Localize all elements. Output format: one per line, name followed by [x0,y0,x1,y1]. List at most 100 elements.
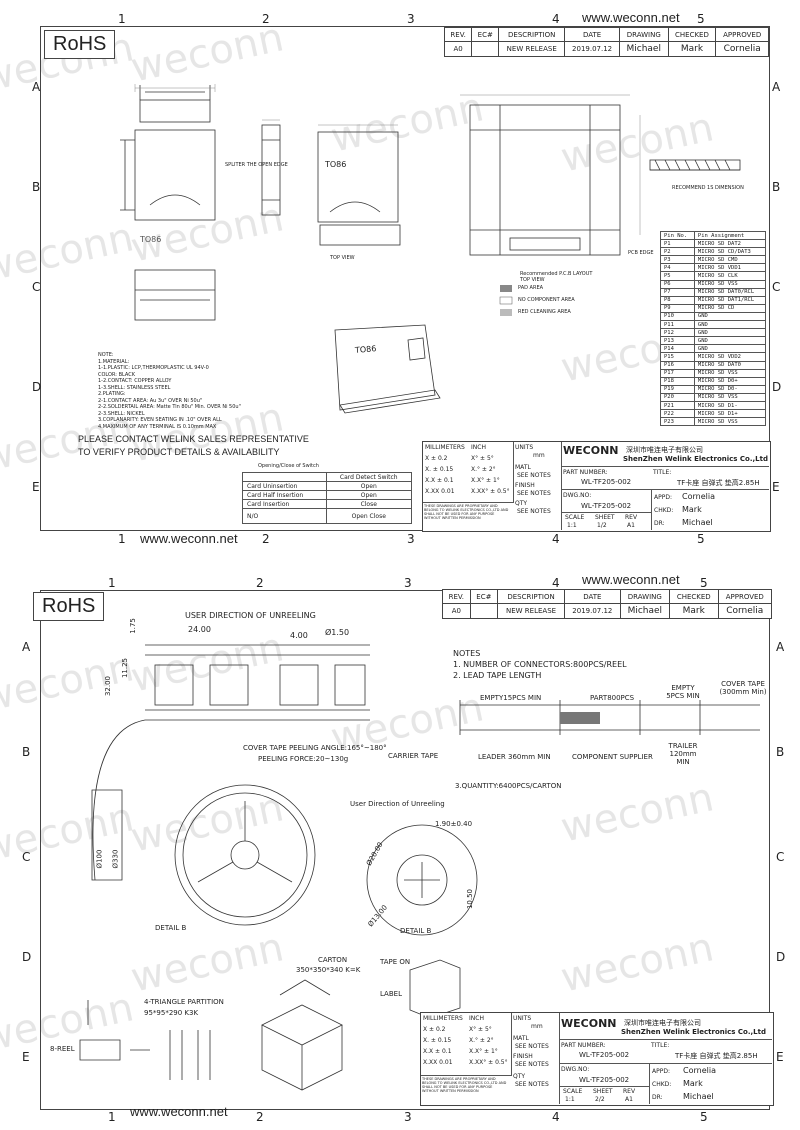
pad-area-label: PAD AREA [518,285,544,291]
rev-cell: Michael [619,603,670,619]
column-number: 1 [118,532,126,546]
card-mark: TO86 [140,235,162,244]
drawing-title: TF卡座 自弹式 垫高2.85H [675,1052,758,1060]
checked-by: Mark [682,505,702,514]
column-number: 4 [552,12,560,26]
column-number: 5 [697,532,705,546]
website-link[interactable]: www.weconn.net [130,1104,228,1119]
row-letter: B [32,180,41,194]
column-number: 4 [552,532,560,546]
revision-table: REV. EC# DESCRIPTION DATE DRAWING CHECKE… [443,27,769,57]
pin-assignment: MICRO SD VSS [693,417,767,427]
row-letter: A [22,640,31,654]
quantity-label: 3.QUANTITY:6400PCS/CARTON [455,782,562,790]
card-mark: TO86 [325,160,347,169]
drawing-number: WL-TF205-002 [581,502,632,510]
rohs-badge: RoHS [44,30,116,59]
revision-table: REV. EC# DESCRIPTION DATE DRAWING CHECKE… [442,589,773,619]
company-name-en: ShenZhen Welink Electronics Co.,Ltd [623,455,768,463]
rev-cell: NEW RELEASE [497,603,566,619]
material-notes: NOTE: 1.MATERIAL: 1-1.PLASTIC: LCP,THERM… [98,352,241,430]
top-view-label: TOP VIEW [520,277,545,283]
row-letter: B [22,745,31,759]
column-number: 3 [407,532,415,546]
dimension-label: 1.75 [128,618,137,634]
spliter-label: SPLITER THE OPEN EDGE [225,162,288,168]
red-cleaning-label: RED CLEANING AREA [518,309,571,315]
pcb-edge-label: PCB EDGE [628,250,654,256]
column-number: 2 [262,12,270,26]
carrier-tape-label: CARRIER TAPE [388,752,439,760]
row-letter: C [772,280,781,294]
column-number: 2 [256,1110,264,1124]
tolerance-table: MILLIMETERS INCH X ± 0.2 X° ± 5° X. ± 0.… [423,442,514,503]
rev-cell: Cornelia [715,41,769,57]
column-number: 2 [262,532,270,546]
drawing-title: TF卡座 自弹式 垫高2.85H [677,479,760,487]
row-letter: E [32,480,40,494]
approved-by: Cornelia [683,1066,716,1075]
dimension-label: 11.25 [121,657,130,679]
column-number: 4 [552,576,560,590]
tape-segment-label: EMPTY 5PCS MIN [666,684,700,700]
recommend-label: RECOMMEND 1S DIMENSION [672,185,744,191]
column-number: 5 [700,576,708,590]
row-letter: B [772,180,781,194]
approved-by: Cornelia [682,492,715,501]
rev-cell: 2019.07.12 [564,41,620,57]
rohs-badge: RoHS [33,592,105,621]
drawing-sheet-1 [40,26,770,531]
tape-on-label: TAPE ON [380,958,411,966]
label-label: LABEL [380,990,402,998]
row-letter: E [776,1050,784,1064]
dimension-label: Ø1.50 [325,628,350,637]
column-number: 4 [552,1110,560,1124]
column-number: 2 [256,576,264,590]
row-letter: A [32,80,41,94]
column-number: 5 [697,12,705,26]
company-name-cn: 深圳市唯连电子有限公司 [626,446,703,454]
carton-label: CARTON [318,956,348,964]
partition-label: 4-TRIANGLE PARTITION [144,998,224,1006]
tape-segment-label: PART800PCS [590,694,635,702]
rev-cell: Mark [667,41,717,57]
contact-note: PLEASE CONTACT WELINK SALES REPRESENTATI… [78,434,309,457]
column-number: 3 [404,1110,412,1124]
peeling-force-label: PEELING FORCE:20~130g [258,755,349,763]
dimension-label: 24.00 [188,625,211,634]
row-letter: A [776,640,785,654]
top-view-label: TOP VIEW [330,255,355,261]
row-letter: C [32,280,41,294]
connector-drawings [120,84,741,414]
column-number: 1 [108,1110,116,1124]
row-letter: A [772,80,781,94]
column-number: 3 [404,576,412,590]
dimension-label: 4.00 [290,631,308,640]
company-name-en: ShenZhen Welink Electronics Co.,Ltd [621,1028,766,1036]
part-number: WL-TF205-002 [581,478,632,486]
column-number: 5 [700,1110,708,1124]
carton-size-label: 350*350*340 K=K [296,966,361,974]
column-number: 1 [108,576,116,590]
part-number: WL-TF205-002 [579,1051,630,1059]
row-letter: E [22,1050,30,1064]
dimension-label: Ø100 [95,849,104,869]
tape-segment-label: LEADER 360mm MIN [478,753,551,761]
dimension-label: 1.90±0.40 [435,820,473,828]
partition-size-label: 95*95*290 K3K [144,1009,199,1017]
reel-count-label: 8-REEL [50,1045,75,1053]
website-link[interactable]: www.weconn.net [140,531,238,546]
no-component-label: NO COMPONENT AREA [518,297,575,303]
website-link[interactable]: www.weconn.net [582,572,680,587]
column-number: 3 [407,12,415,26]
row-letter: D [772,380,782,394]
row-letter: D [22,950,32,964]
website-link[interactable]: www.weconn.net [582,10,680,25]
rev-cell [469,603,499,619]
rev-cell [471,41,500,57]
tape-segment-label: COVER TAPE (300mm Min) [719,680,767,696]
